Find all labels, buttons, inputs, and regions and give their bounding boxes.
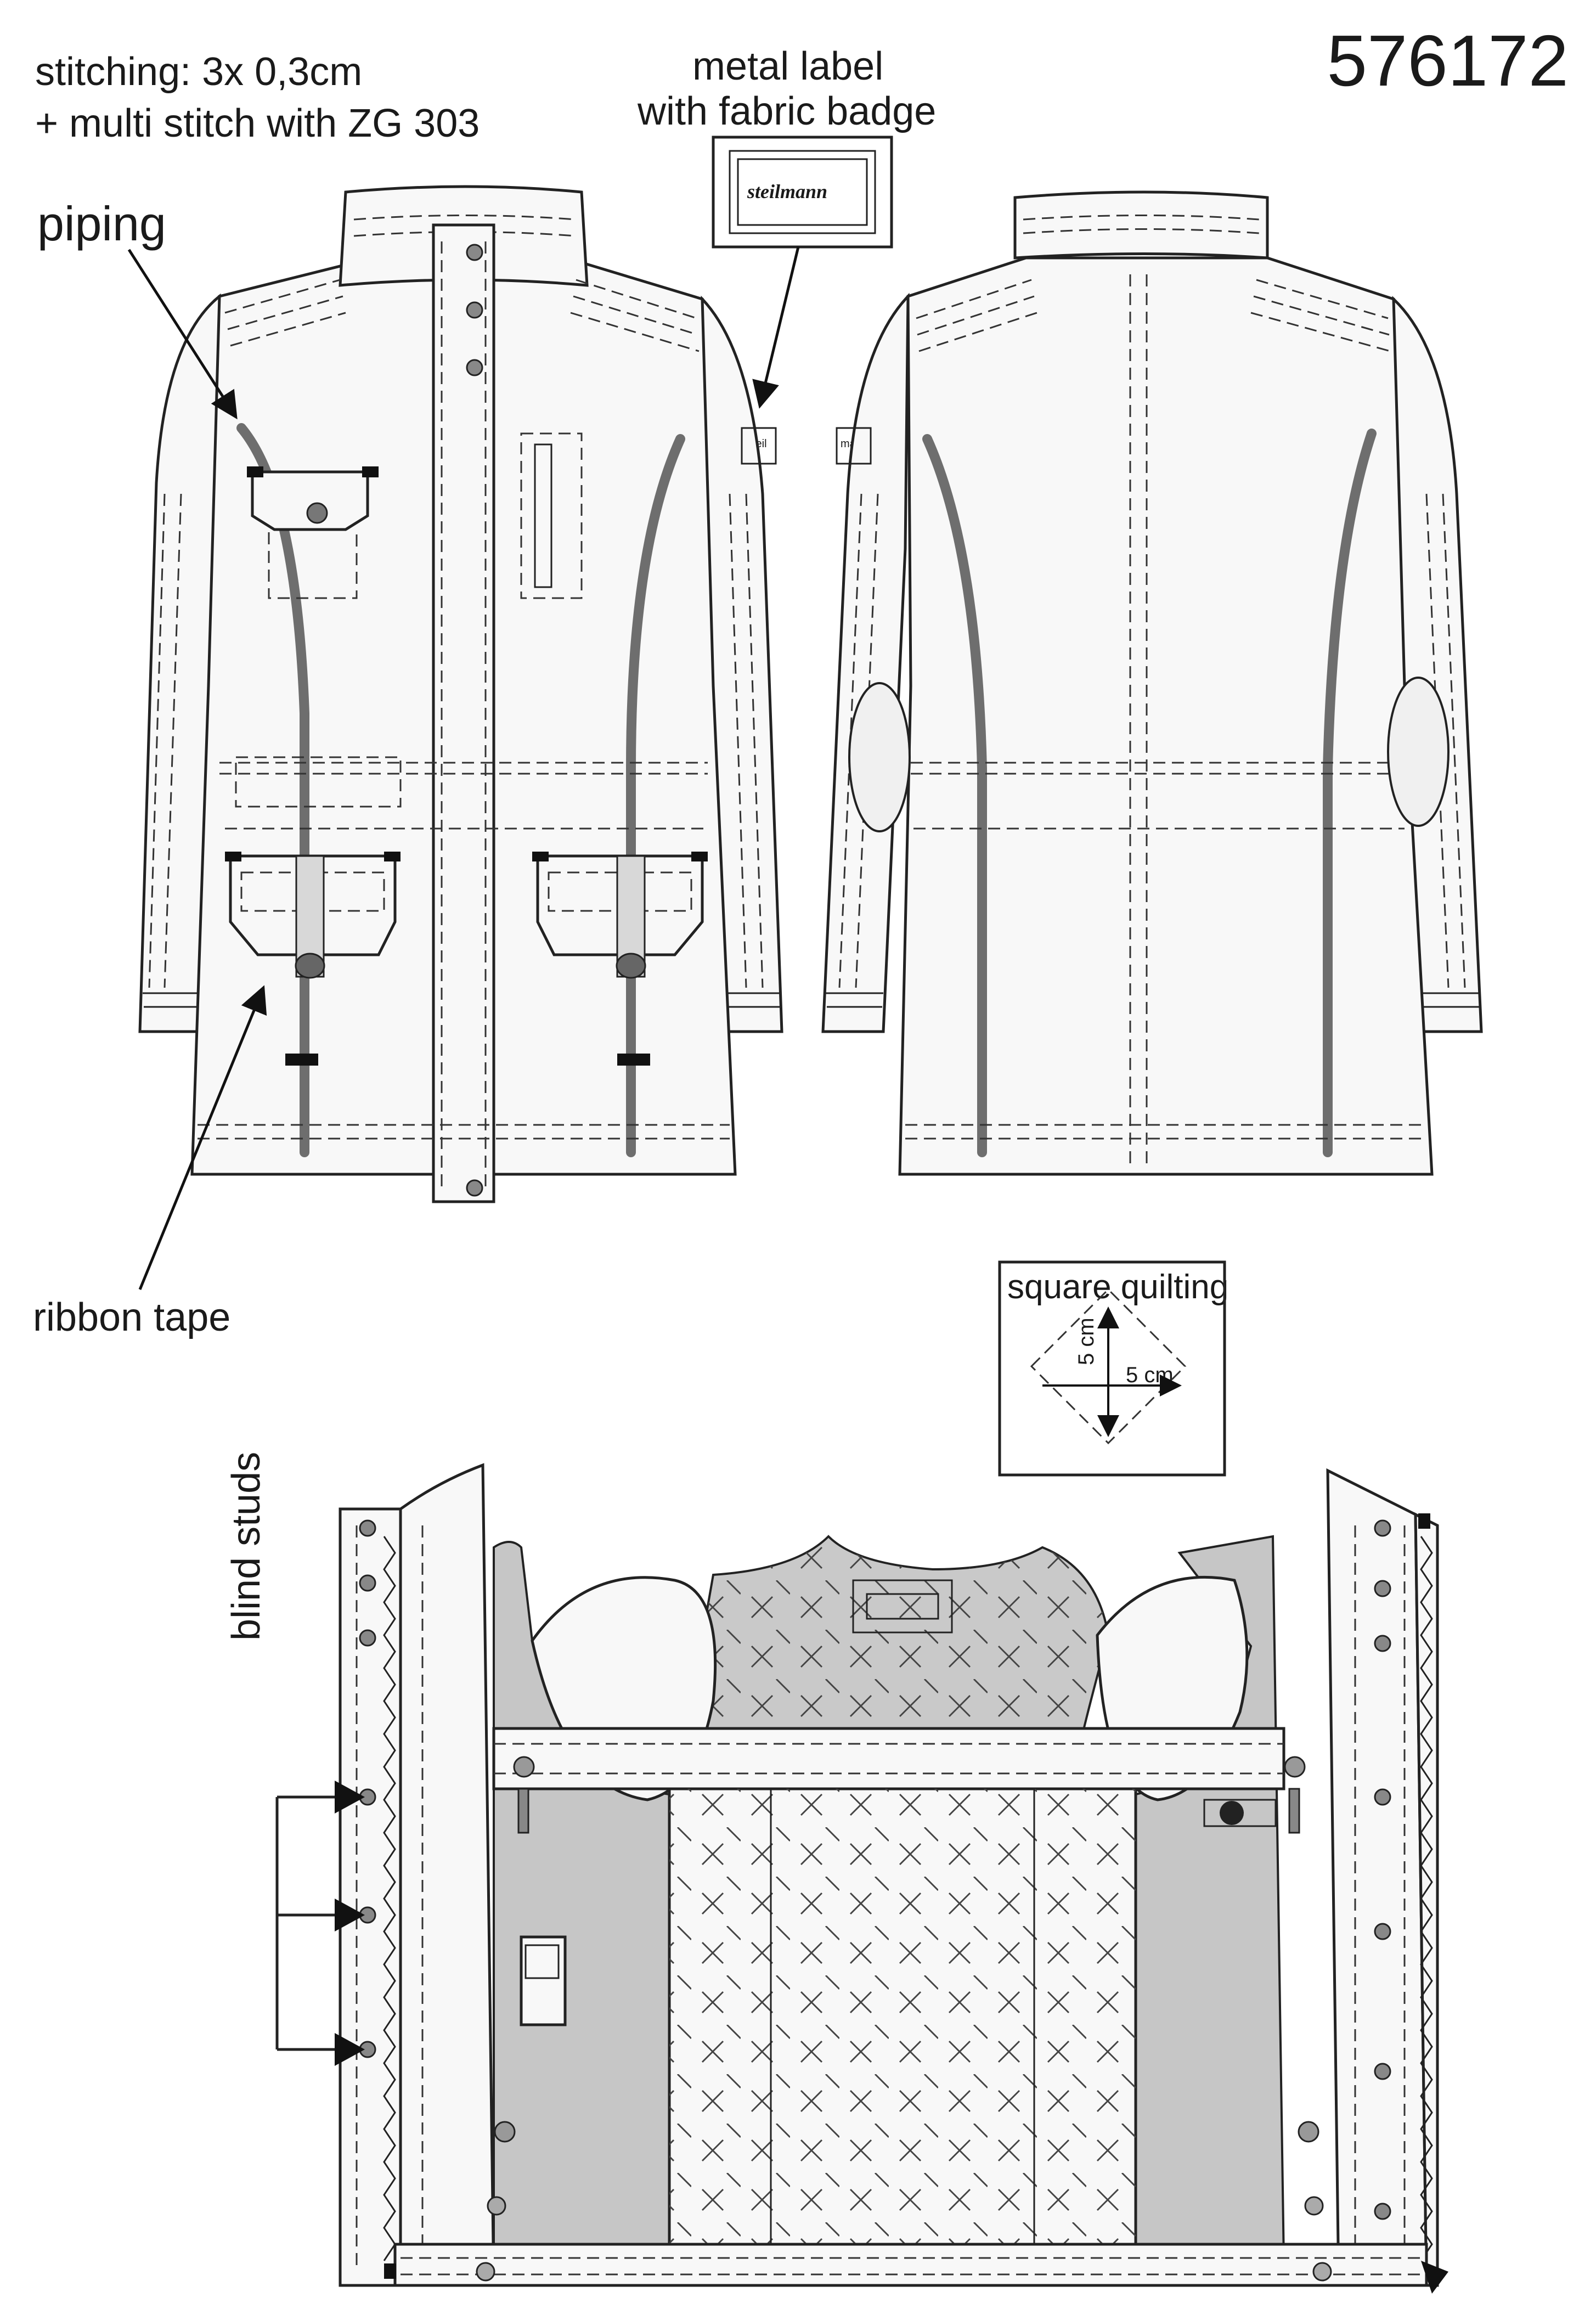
back-left-elbow-patch — [848, 682, 911, 832]
metal-label-note-line1: metal label — [692, 44, 884, 88]
style-number: 576172 — [1327, 20, 1569, 101]
inner-waist-band — [492, 1727, 1285, 1790]
front-left-sleeve — [138, 293, 221, 1033]
back-right-elbow-patch — [1387, 677, 1450, 827]
hanger-loop-badge — [1203, 1799, 1277, 1827]
metal-label-detail — [712, 136, 893, 409]
inner-hem-band — [393, 2243, 1428, 2287]
metal-label-note-line2: with fabric badge — [638, 89, 937, 133]
inner-neck-label — [852, 1579, 953, 1634]
back-left-sleeve — [821, 292, 910, 1033]
badge-brand-text: steilmann — [747, 181, 828, 202]
back-collar — [1013, 190, 1269, 260]
ribbon-tape-pointer-arrow — [138, 985, 267, 1290]
ribbon-tape-label: ribbon tape — [33, 1296, 231, 1339]
back-piping-right — [1323, 429, 1377, 1157]
blind-studs-callout — [275, 1781, 365, 2066]
back-view-jacket — [821, 190, 1483, 1176]
square-quilting-detail — [998, 1260, 1226, 1477]
piping-label: piping — [37, 196, 166, 251]
back-piping-left — [922, 434, 987, 1157]
inner-lining-view — [339, 1463, 1448, 2294]
front-view-jacket — [138, 185, 783, 1203]
stitching-note-line2: + multi stitch with ZG 303 — [35, 102, 480, 145]
front-placket — [432, 223, 495, 1203]
front-piping-right — [626, 434, 685, 1157]
front-piping-left — [236, 423, 309, 1157]
piping-pointer-arrow — [127, 249, 238, 420]
drawcord-toggles — [476, 1756, 1332, 2282]
stitching-note-line1: stitching: 3x 0,3cm — [35, 50, 363, 94]
